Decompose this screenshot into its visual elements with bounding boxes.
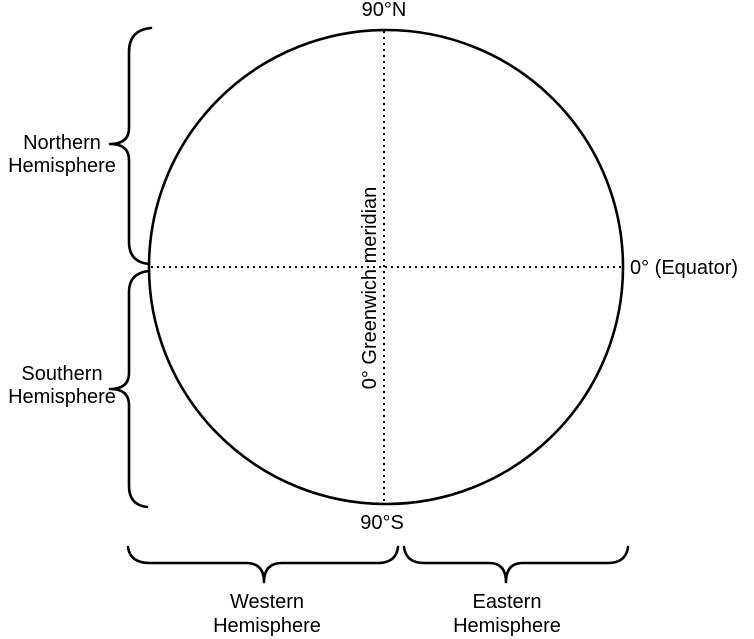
eastern-hemisphere-label-line1: Eastern [473, 591, 542, 613]
southern-hemisphere-label-line1: Southern [21, 363, 102, 385]
northern-hemisphere-brace [108, 26, 153, 266]
southern-hemisphere-label-line2: Hemisphere [8, 386, 116, 408]
globe-circle [147, 28, 625, 506]
western-hemisphere-label-line2: Hemisphere [213, 615, 321, 637]
southern-hemisphere-brace [108, 269, 151, 509]
north-pole-label: 90°N [362, 0, 407, 21]
eastern-hemisphere-label-line2: Hemisphere [453, 615, 561, 637]
northern-hemisphere-label-line2: Hemisphere [8, 155, 116, 177]
south-pole-label: 90°S [360, 512, 404, 534]
northern-hemisphere-label-line1: Northern [23, 132, 101, 154]
western-hemisphere-brace [126, 545, 400, 584]
equator-label: 0° (Equator) [630, 257, 738, 279]
eastern-hemisphere-brace [402, 545, 630, 584]
western-hemisphere-label-line1: Western [230, 591, 304, 613]
greenwich-meridian-label: 0° Greenwich meridian [359, 187, 381, 390]
